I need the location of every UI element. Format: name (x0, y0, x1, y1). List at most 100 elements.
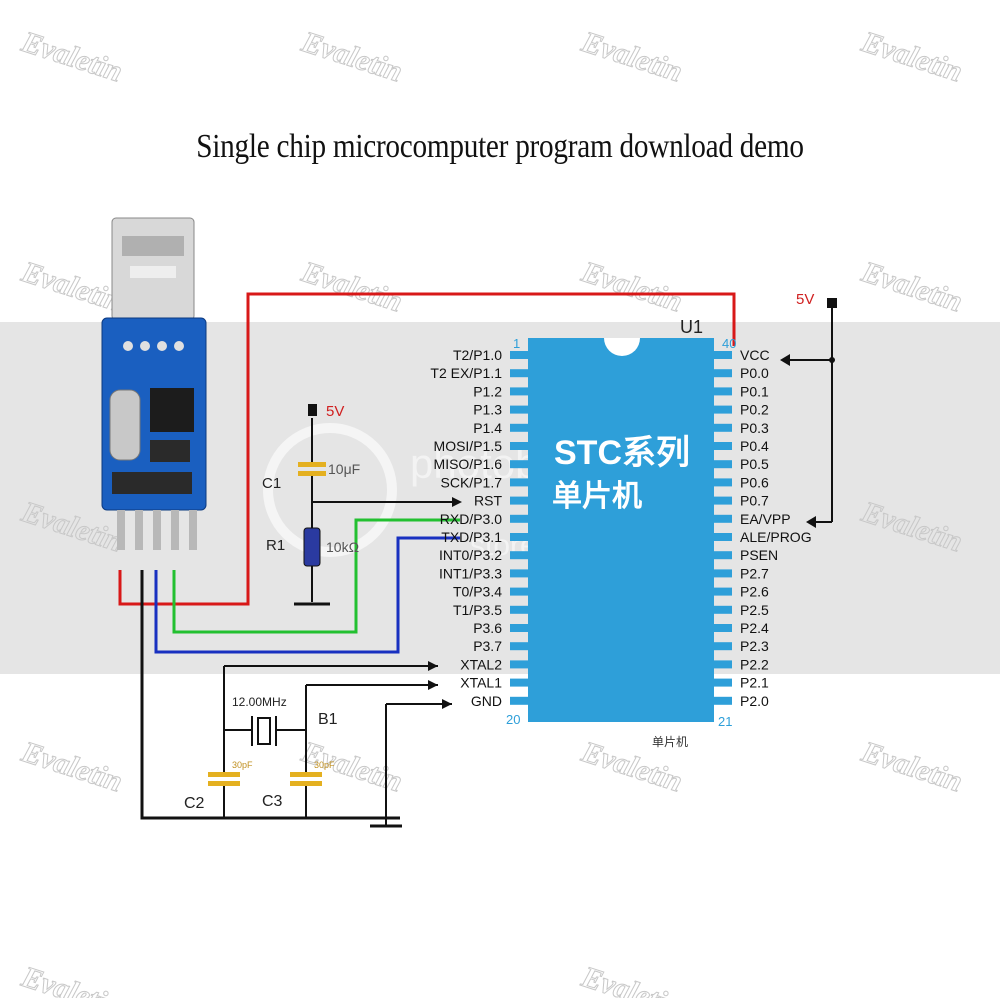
chip-pin-stub (714, 605, 732, 614)
chip-pin-label: P0.4 (740, 438, 769, 454)
chip-pin-label: SCK/P1.7 (441, 474, 503, 490)
pin-20-number: 20 (506, 712, 520, 727)
chip-pin-stub (714, 387, 732, 396)
crystal-ref: B1 (318, 711, 338, 728)
watermark-text: Evaletin (857, 735, 966, 799)
chip-pin-label: P2.3 (740, 638, 769, 654)
chip-pin-stub (714, 551, 732, 560)
pin-40-number: 40 (722, 336, 736, 351)
chip-pin-stub (714, 696, 732, 705)
watermark-text: Evaletin (577, 255, 686, 319)
chip-pin-label: MOSI/P1.5 (434, 438, 503, 454)
chip-pin-label: RXD/P3.0 (440, 511, 502, 527)
chip-pin-label: MISO/P1.6 (434, 456, 503, 472)
c2-ref: C2 (184, 795, 205, 812)
chip-pin-label: P2.7 (740, 565, 769, 581)
chip-pin-stub (510, 605, 528, 614)
chip-pin-stub (714, 442, 732, 450)
chip-pin-label: TXD/P3.1 (441, 529, 502, 545)
c1-value: 10μF (328, 461, 360, 477)
watermark-text: Evaletin (17, 960, 126, 998)
chip-pin-stub (714, 351, 732, 359)
chip-pin-stub (714, 423, 732, 432)
r1-value: 10kΩ (326, 539, 359, 555)
chip-pin-stub (714, 405, 732, 414)
chip-pin-stub (510, 496, 528, 505)
c3-value: 30pF (314, 760, 335, 770)
chip-pin-stub (510, 423, 528, 432)
chip-pin-label: T2 EX/P1.1 (430, 365, 502, 381)
pin-1-number: 1 (513, 336, 520, 351)
c3-ref: C3 (262, 793, 283, 810)
chip-pin-label: T0/P3.4 (453, 584, 502, 600)
c3-plate-bottom (290, 781, 322, 786)
r1-ref: R1 (266, 537, 285, 554)
junction-dot (829, 357, 835, 363)
chip-pin-stub (714, 587, 732, 596)
chip-pin-stub (510, 660, 528, 669)
ea-arrow-icon (806, 516, 816, 528)
c1-plate-top (298, 462, 326, 467)
chip-pin-label: P2.1 (740, 675, 769, 691)
chip-pin-stub (714, 460, 732, 469)
chip-pin-stub (714, 624, 732, 632)
watermark-text: Evaletin (17, 255, 126, 319)
wire-gnd (140, 570, 400, 820)
chip-pin-label: INT0/P3.2 (439, 547, 502, 563)
chip-pin-stub (510, 369, 528, 378)
r1-resistor-icon (303, 527, 321, 567)
chip-pin-label: P0.6 (740, 474, 769, 490)
chip-pin-stub (714, 569, 732, 578)
chip-pin-stub (510, 642, 528, 651)
watermark-text: Evaletin (857, 25, 966, 89)
chip-ref: U1 (680, 317, 703, 337)
wire-vcc (118, 292, 736, 606)
chip-pin-label: EA/VPP (740, 511, 791, 527)
crystal-b1-icon (257, 717, 271, 745)
chip-pin-label: T1/P3.5 (453, 602, 502, 618)
chip-name-line1: STC系列 (554, 434, 690, 472)
chip-pin-stub (510, 533, 528, 541)
oscillator-circuit (223, 665, 452, 828)
chip-pin-label: P1.2 (473, 383, 502, 399)
chip-pin-stub (510, 678, 528, 687)
c1-plate-bottom (298, 471, 326, 476)
chip-pin-stub (714, 514, 732, 523)
chip-pin-label: P2.4 (740, 620, 769, 636)
chip-pin-stub (510, 624, 528, 632)
chip-pin-label: ALE/PROG (740, 529, 812, 545)
chip-pin-label: P0.5 (740, 456, 769, 472)
vcc-supply-terminal (827, 298, 837, 308)
chip-pin-label: PSEN (740, 547, 778, 563)
c2-plate-top (208, 772, 240, 777)
diagram-title: Single chip microcomputer program downlo… (196, 128, 804, 165)
wire-txd (154, 536, 460, 654)
chip-pin-label: RST (474, 493, 502, 509)
chip-pin-label: GND (471, 693, 502, 709)
crystal-value: 12.00MHz (232, 695, 287, 709)
crystal-can-icon (109, 389, 141, 461)
wire-rxd (172, 518, 460, 634)
chip-pin-label: VCC (740, 347, 770, 363)
chip-pin-stub (510, 587, 528, 596)
watermark-text: Evaletin (577, 960, 686, 998)
chip-right-pins: VCCP0.0P0.1P0.2P0.3P0.4P0.5P0.6P0.7EA/VP… (714, 347, 812, 709)
chip-pin-stub (510, 405, 528, 414)
chip-pin-stub (714, 496, 732, 505)
chip-pin-stub (510, 696, 528, 705)
converter-ic-icon (150, 388, 194, 432)
c2-plate-bottom (208, 781, 240, 786)
c1-ref: C1 (262, 475, 281, 492)
watermark-text: Evaletin (297, 255, 406, 319)
chip-caption: 单片机 (652, 735, 688, 749)
chip-pin-label: T2/P1.0 (453, 347, 502, 363)
chip-pin-label: P0.0 (740, 365, 769, 381)
chip-name-line2: 单片机 (552, 480, 642, 513)
wires (118, 292, 736, 820)
chip-pin-label: P3.7 (473, 638, 502, 654)
photobucket-logo-icon (263, 423, 397, 557)
chip-pin-label: P0.3 (740, 420, 769, 436)
chip-pin-label: P0.7 (740, 493, 769, 509)
chip-pin-label: P2.0 (740, 693, 769, 709)
